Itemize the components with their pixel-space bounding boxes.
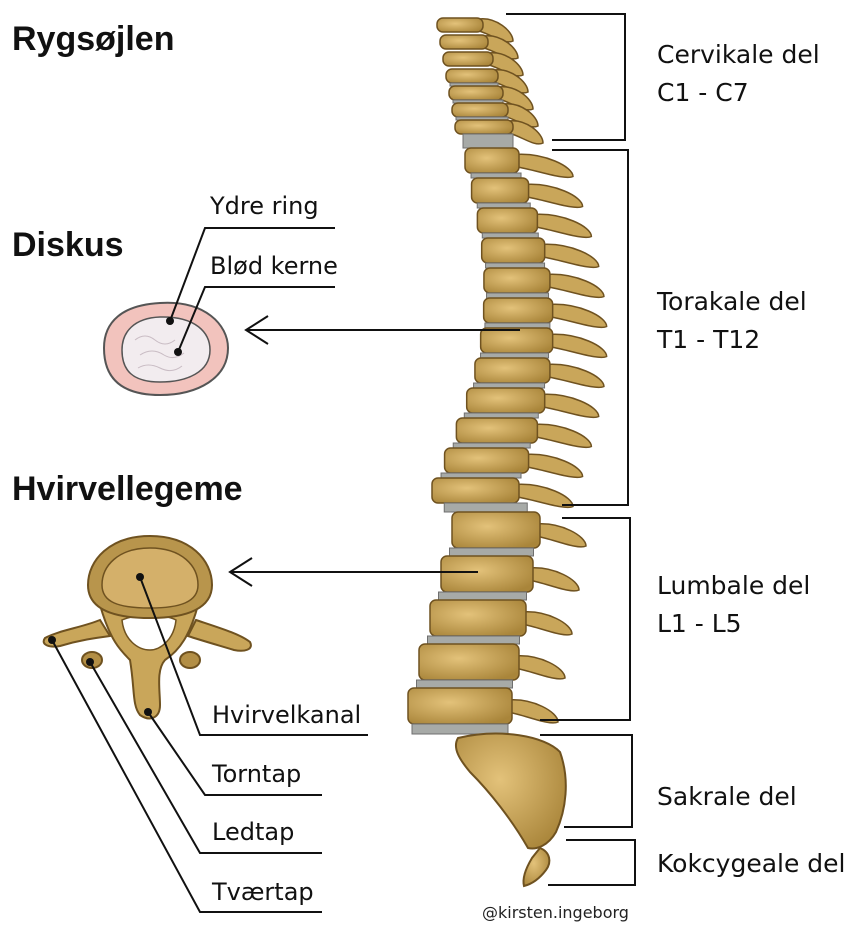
- title-disc: Diskus: [12, 228, 124, 262]
- vertebral-body: [484, 268, 550, 293]
- region-sacral-name: Sakrale del: [657, 778, 797, 816]
- spinous-process: [541, 394, 599, 417]
- region-lumbar-name: Lumbale del: [657, 567, 810, 605]
- region-lumbar: Lumbale del L1 - L5: [657, 567, 810, 642]
- region-lumbar-range: L1 - L5: [657, 605, 810, 643]
- vertebral-body: [408, 688, 512, 724]
- vertebral-body: [446, 69, 498, 83]
- label-spinous-process: Torntap: [212, 762, 301, 786]
- vertebral-body: [481, 328, 553, 353]
- disc-cross-section: [104, 303, 228, 395]
- spinous-process: [549, 334, 607, 357]
- vertebral-body: [477, 208, 537, 233]
- sacrum: [456, 734, 566, 849]
- bracket-coccygeal: [548, 840, 635, 885]
- spinous-process: [546, 364, 604, 387]
- label-soft-core: Blød kerne: [210, 254, 338, 278]
- vertebral-body: [449, 86, 503, 100]
- label-articular-process: Ledtap: [212, 820, 294, 844]
- region-thoracic-range: T1 - T12: [657, 321, 807, 359]
- intervertebral-disc: [439, 592, 527, 600]
- vertebral-body: [467, 388, 545, 413]
- spinous-process: [533, 214, 591, 237]
- vertebral-body: [443, 52, 493, 66]
- vertebral-body: [456, 418, 537, 443]
- vertebral-body: [472, 178, 529, 203]
- intervertebral-disc: [463, 134, 513, 148]
- vertebral-body: [465, 148, 519, 173]
- vertebral-body: [432, 478, 519, 503]
- vertebral-body: [452, 103, 508, 117]
- title-vertebral-body: Hvirvellegeme: [12, 472, 243, 506]
- intervertebral-disc: [412, 724, 508, 734]
- spinous-process: [525, 184, 583, 207]
- vertebral-body: [430, 600, 526, 636]
- label-transverse-process: Tværtap: [212, 880, 314, 904]
- region-cervical-range: C1 - C7: [657, 74, 820, 112]
- spinous-process: [525, 454, 583, 477]
- spinous-process: [522, 612, 572, 635]
- vertebral-body: [437, 18, 483, 32]
- vertebral-body: [445, 448, 529, 473]
- spinous-process: [533, 424, 591, 447]
- intervertebral-disc: [417, 680, 513, 688]
- region-thoracic-name: Torakale del: [657, 283, 807, 321]
- vertebral-body: [440, 35, 488, 49]
- nucleus-soft-core: [122, 317, 210, 382]
- vertebral-body: [475, 358, 550, 383]
- spinous-process: [515, 154, 573, 177]
- spinous-process: [546, 274, 604, 297]
- vertebral-body: [455, 120, 513, 134]
- intervertebral-disc: [444, 503, 527, 512]
- vertebral-body: [484, 298, 553, 323]
- spinous-process: [549, 304, 607, 327]
- title-spine: Rygsøjlen: [12, 22, 174, 56]
- vertebra-top-view: [44, 536, 251, 718]
- spinous-process: [536, 524, 586, 547]
- spinous-process: [515, 656, 565, 679]
- region-thoracic: Torakale del T1 - T12: [657, 283, 807, 358]
- region-cervical-name: Cervikale del: [657, 36, 820, 74]
- spinous-process: [541, 244, 599, 267]
- region-coccygeal-name: Kokcygeale del: [657, 845, 846, 883]
- vertebral-body: [452, 512, 540, 548]
- region-cervical: Cervikale del C1 - C7: [657, 36, 820, 111]
- vertebral-body: [441, 556, 533, 592]
- intervertebral-disc: [450, 548, 534, 556]
- intervertebral-disc: [428, 636, 520, 644]
- author-credit: @kirsten.ingeborg: [482, 903, 629, 922]
- spinous-process: [529, 568, 579, 591]
- label-spinal-canal: Hvirvelkanal: [212, 703, 361, 727]
- label-outer-ring: Ydre ring: [210, 194, 319, 218]
- vertebral-body: [419, 644, 519, 680]
- region-sacral: Sakrale del: [657, 778, 797, 816]
- vertebral-body: [482, 238, 545, 263]
- coccyx: [523, 848, 549, 886]
- region-coccygeal: Kokcygeale del: [657, 845, 846, 883]
